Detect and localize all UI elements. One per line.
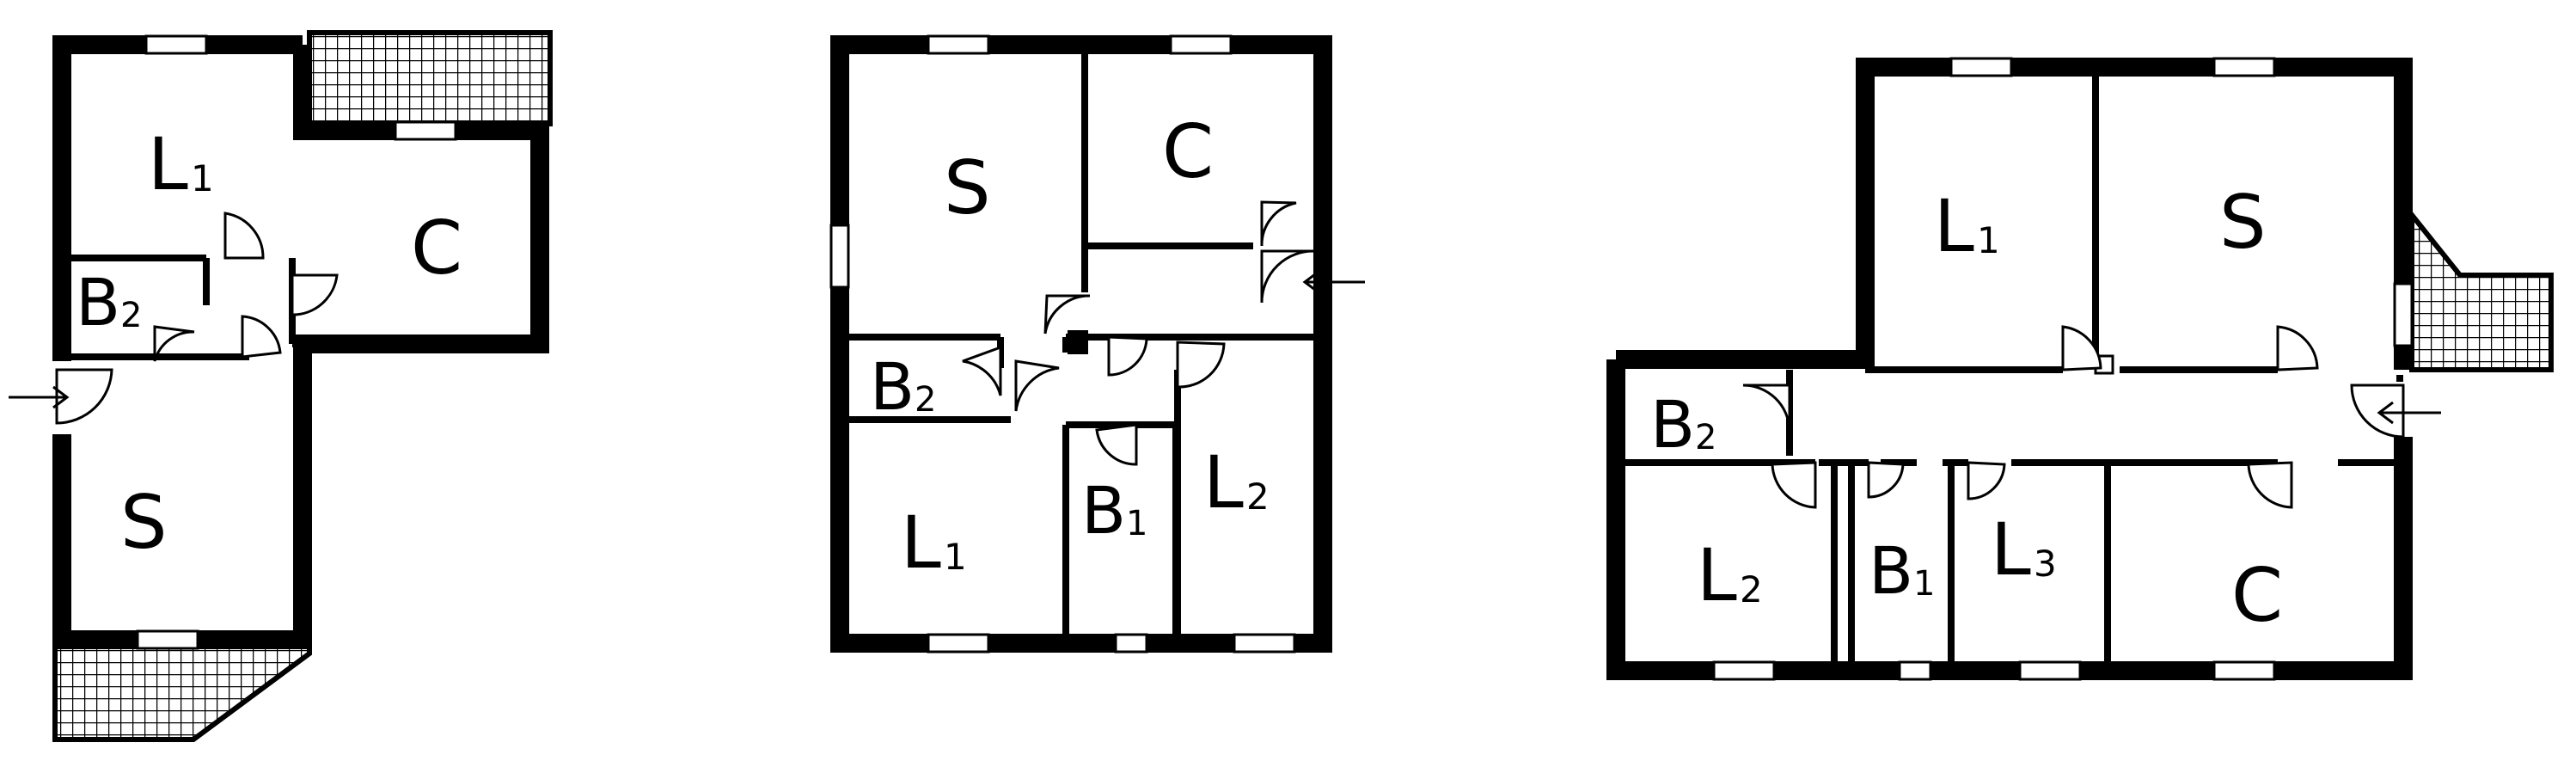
room-index: 1	[1977, 219, 2000, 261]
room-letter: L	[1934, 184, 1974, 268]
room-label-b2: B 2	[76, 264, 142, 341]
room-label-s: S	[944, 145, 991, 231]
room-letter: S	[120, 480, 168, 566]
doors	[1742, 325, 2405, 509]
room-label-b2: B 2	[1650, 386, 1716, 463]
room-label-l2: L 2	[1697, 533, 1763, 617]
room-index: 1	[944, 536, 967, 578]
room-label-l1: L 1	[1934, 184, 2000, 268]
entrance-arrow	[9, 385, 70, 409]
room-letter: B	[1650, 386, 1695, 463]
room-index: 2	[1695, 418, 1716, 457]
room-letter: C	[2231, 553, 2283, 639]
balcony-bottom	[52, 639, 312, 742]
outer-walls	[1606, 58, 2413, 680]
room-index: 2	[1740, 568, 1763, 611]
room-letter: S	[2219, 180, 2267, 266]
entrance-arrow	[1302, 270, 1365, 294]
column	[1068, 330, 1088, 354]
room-letter: L	[148, 122, 188, 206]
doors	[55, 212, 339, 425]
floor-plan-1: L 1 B 2 C S	[9, 30, 553, 742]
room-letter: L	[1991, 507, 2031, 592]
room-letter: L	[901, 500, 941, 585]
room-label-c: C	[2231, 553, 2283, 639]
room-label-b2: B 2	[870, 348, 936, 425]
room-index: 1	[1126, 504, 1147, 543]
room-label-s: S	[2219, 180, 2267, 266]
windows	[136, 34, 457, 650]
room-label-l2: L 2	[1203, 440, 1270, 525]
room-index: 1	[191, 157, 214, 199]
room-letter: B	[1869, 532, 1913, 609]
doors	[962, 200, 1316, 466]
room-label-c: C	[411, 206, 462, 292]
room-letter: C	[1162, 109, 1214, 195]
room-letter: L	[1203, 440, 1244, 525]
room-label-b1: B 1	[1869, 532, 1935, 609]
floor-plan-2: S C B 2 L 1 B 1 L 2	[829, 34, 1365, 654]
room-letter: B	[1081, 472, 1126, 549]
balcony-right	[2409, 207, 2554, 372]
inner-walls	[849, 45, 1313, 635]
room-label-c: C	[1162, 109, 1214, 195]
room-label-l3: L 3	[1991, 507, 2057, 592]
windows	[1712, 57, 2414, 681]
room-index: 2	[915, 380, 936, 420]
room-letter: B	[870, 348, 915, 425]
room-index: 2	[1246, 476, 1270, 518]
room-index: 1	[1913, 564, 1935, 604]
room-letter: B	[76, 264, 120, 341]
room-index: 2	[120, 296, 142, 335]
room-letter: S	[944, 145, 991, 231]
room-letter: L	[1697, 533, 1737, 617]
balcony-top	[307, 30, 553, 126]
room-label-s: S	[120, 480, 168, 566]
room-label-l1: L 1	[148, 122, 214, 206]
room-label-l1: L 1	[901, 500, 967, 585]
entrance-arrow	[2377, 401, 2441, 425]
floor-plan-3: L 1 S B 2 L 2 B 1 L 3 C	[1606, 57, 2554, 681]
room-letter: C	[411, 206, 462, 292]
room-index: 3	[2034, 543, 2057, 585]
windows	[829, 34, 1296, 654]
room-label-b1: B 1	[1081, 472, 1147, 549]
